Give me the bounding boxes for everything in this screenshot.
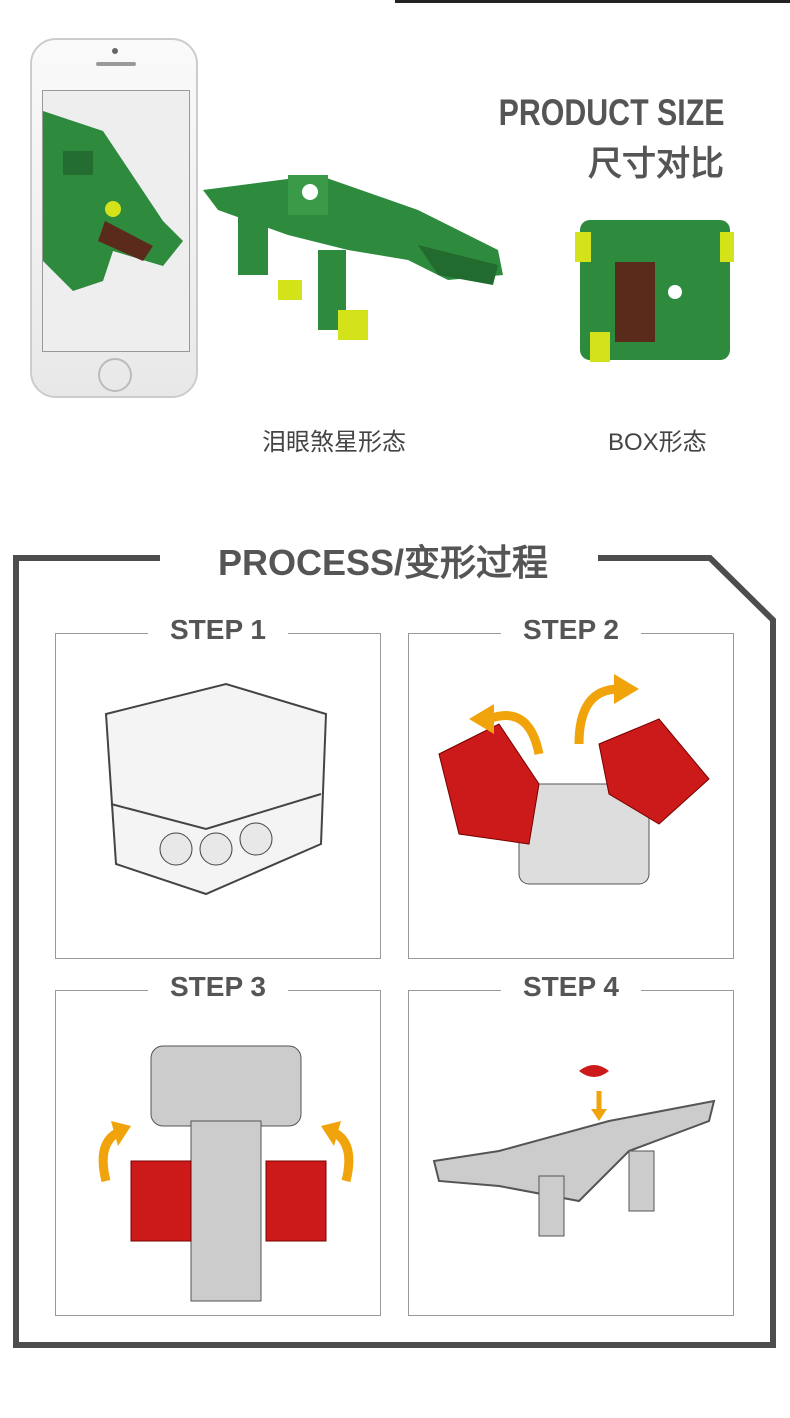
step-1-label: STEP 1	[148, 614, 288, 646]
crocodile-form-image	[203, 175, 503, 340]
phone-camera	[112, 48, 118, 54]
step-2-panel: STEP 2	[408, 614, 734, 959]
phone-screen	[42, 90, 190, 352]
step-3-label: STEP 3	[148, 971, 288, 1003]
step-3-panel: STEP 3	[55, 971, 381, 1316]
product-size-subtitle: 尺寸对比	[588, 145, 724, 183]
step-4-label: STEP 4	[501, 971, 641, 1003]
crocodile-closeup-image	[43, 111, 183, 291]
process-frame	[13, 555, 776, 1348]
step-4-panel: STEP 4	[408, 971, 734, 1316]
rotate-arrow-right	[574, 684, 620, 745]
step-1-illustration	[104, 682, 328, 896]
box-form-image	[575, 220, 734, 362]
phone-speaker	[96, 62, 136, 66]
step-1-panel: STEP 1	[55, 614, 381, 959]
step-2-illustration	[438, 674, 710, 885]
step-3-illustration	[98, 1045, 354, 1302]
process-title: PROCESS/变形过程	[217, 542, 549, 583]
step-4-illustration	[432, 1065, 716, 1237]
phone-home-button	[98, 358, 132, 392]
product-size-title: PRODUCT SIZE	[498, 92, 724, 133]
crocodile-form-label: 泪眼煞星形态	[262, 429, 406, 456]
phone-size-reference	[30, 38, 198, 398]
box-form-label: BOX形态	[608, 429, 707, 456]
step-2-label: STEP 2	[501, 614, 641, 646]
rotate-arrow-left	[487, 711, 544, 755]
top-divider	[395, 0, 790, 3]
